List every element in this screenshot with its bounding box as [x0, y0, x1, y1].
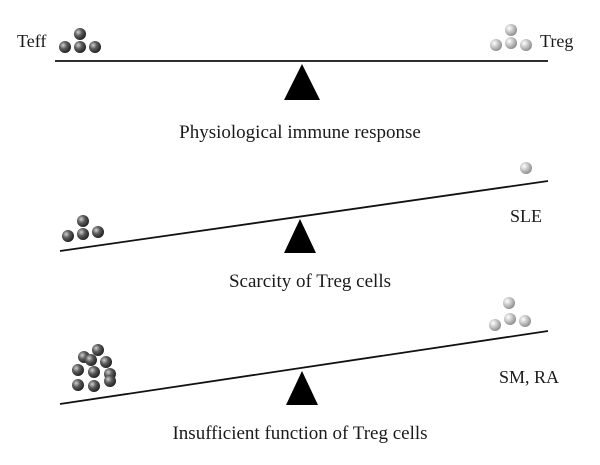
teff-cell	[85, 354, 97, 366]
panel-sm-ra: SM, RA Insufficient function of Treg cel…	[59, 297, 559, 444]
teff-cell	[77, 215, 89, 227]
panel-caption: Physiological immune response	[179, 122, 421, 143]
teff-cell	[92, 226, 104, 238]
teff-cell	[74, 28, 86, 40]
balance-beam	[59, 330, 549, 405]
teff-cell	[59, 41, 71, 53]
treg-cell	[489, 319, 501, 331]
fulcrum-triangle	[286, 371, 318, 405]
treg-cell	[519, 315, 531, 327]
treg-cell	[490, 39, 502, 51]
treg-cell-cluster	[490, 24, 532, 51]
treg-cell-cluster	[520, 162, 532, 174]
disease-label: SLE	[510, 206, 542, 226]
balance-beam	[59, 180, 549, 252]
treg-cell	[505, 37, 517, 49]
fulcrum-triangle	[284, 219, 316, 253]
panel-caption: Insufficient function of Treg cells	[172, 423, 427, 444]
fulcrum-triangle	[284, 64, 320, 100]
disease-label: SM, RA	[499, 367, 559, 387]
teff-cell	[62, 230, 74, 242]
teff-cell	[72, 379, 84, 391]
treg-cell	[520, 39, 532, 51]
panel-physiological: Teff Treg Physiological immune response	[17, 24, 573, 143]
panel-caption: Scarcity of Treg cells	[229, 271, 391, 292]
teff-cell	[77, 228, 89, 240]
treg-cell	[503, 297, 515, 309]
treg-label: Treg	[540, 31, 573, 51]
teff-cell-cluster	[59, 28, 101, 53]
teff-cell	[88, 366, 100, 378]
treg-cell	[504, 313, 516, 325]
teff-cell-cluster	[72, 344, 116, 392]
teff-label: Teff	[17, 31, 46, 51]
teff-cell	[88, 380, 100, 392]
teff-cell-cluster	[62, 215, 104, 242]
panel-sle: SLE Scarcity of Treg cells	[59, 162, 549, 292]
teff-cell	[89, 41, 101, 53]
teff-cell	[92, 344, 104, 356]
teff-cell	[104, 375, 116, 387]
treg-cell	[505, 24, 517, 36]
treg-cell	[520, 162, 532, 174]
teff-cell	[100, 356, 112, 368]
teff-cell	[74, 41, 86, 53]
teff-cell	[72, 364, 84, 376]
treg-cell-cluster	[489, 297, 531, 331]
